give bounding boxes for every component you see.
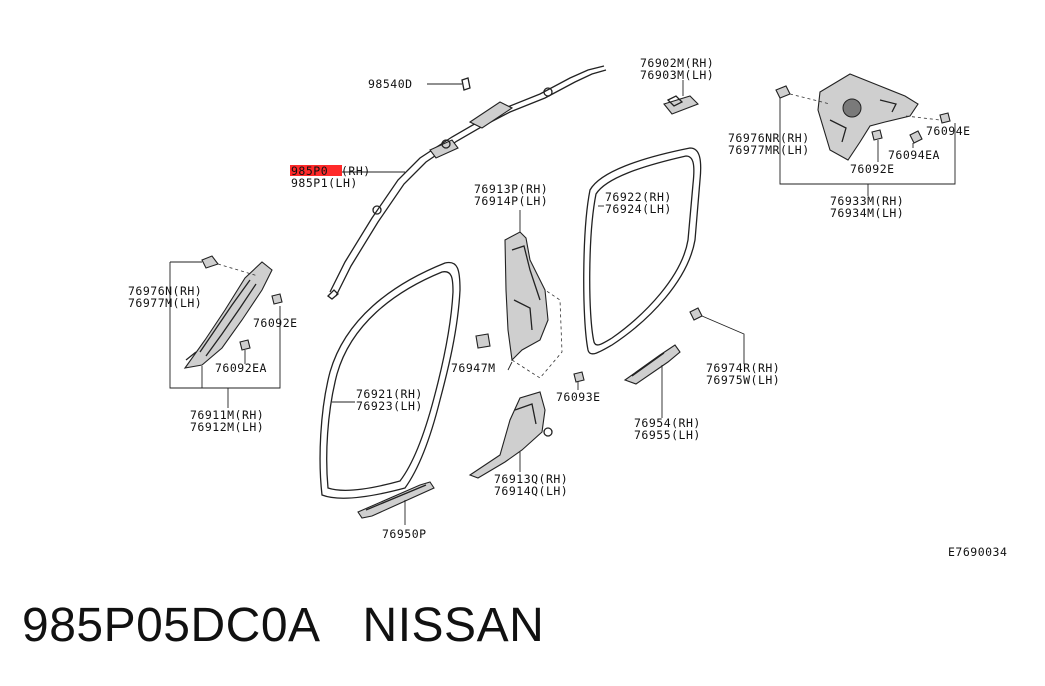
label-76922: 76922(RH) xyxy=(605,190,672,204)
leader-76974R xyxy=(701,315,745,364)
label-76911M: 76911M(RH) xyxy=(190,408,264,422)
leader-bracket-76933M xyxy=(779,98,956,185)
part-number: 985P05DC0A xyxy=(22,599,321,652)
label-76912M: 76912M(LH) xyxy=(190,420,264,434)
brand-name: NISSAN xyxy=(362,599,545,652)
dash-line xyxy=(905,115,941,121)
dash-line xyxy=(789,93,831,105)
pad-76947M xyxy=(475,333,491,349)
label-76977M: 76977M(LH) xyxy=(128,296,202,310)
dash-line xyxy=(217,263,259,277)
dash-box xyxy=(511,289,563,379)
label-985P1: 985P1(LH) xyxy=(291,176,358,190)
label-76921: 76921(RH) xyxy=(356,387,423,401)
leader-76947M xyxy=(507,361,513,371)
highlight-985P0 xyxy=(290,165,342,176)
label-76094E: 76094E xyxy=(926,124,971,138)
front-pillar-finisher-part xyxy=(183,261,273,369)
label-76902M: 76902M(RH) xyxy=(640,56,714,70)
clip-76093E xyxy=(573,371,585,383)
bracket-part-76902M xyxy=(663,95,699,115)
diagram-reference: E7690034 xyxy=(948,545,1007,559)
label-76923: 76923(LH) xyxy=(356,399,423,413)
clip-76976N xyxy=(201,255,219,269)
label-76975W: 76975W(LH) xyxy=(706,373,780,387)
label-76976N: 76976N(RH) xyxy=(128,284,202,298)
clip-76094EA xyxy=(909,130,923,144)
label-985P0-side: (RH) xyxy=(341,164,371,178)
label-76914P: 76914P(LH) xyxy=(474,194,548,208)
part-caption: 985P05DC0A NISSAN xyxy=(22,598,544,653)
label-76913P: 76913P(RH) xyxy=(474,182,548,196)
label-76977MR: 76977MR(LH) xyxy=(728,143,810,157)
front-kicking-plate-part xyxy=(357,481,435,519)
center-pillar-upper-part xyxy=(504,231,549,362)
clip-76094E xyxy=(939,112,951,124)
clip-76974R xyxy=(689,307,703,321)
label-76934M: 76934M(LH) xyxy=(830,206,904,220)
clip-76976NR xyxy=(775,85,791,99)
label-76950P: 76950P xyxy=(382,527,427,541)
curtain-airbag-part xyxy=(327,65,607,300)
label-76933M: 76933M(RH) xyxy=(830,194,904,208)
clip-76092EA-left xyxy=(239,339,251,351)
label-76092E-left: 76092E xyxy=(253,316,298,330)
center-pillar-lower-part xyxy=(468,391,553,479)
label-76924: 76924(LH) xyxy=(605,202,672,216)
label-76913Q: 76913Q(RH) xyxy=(494,472,568,486)
label-76974R: 76974R(RH) xyxy=(706,361,780,375)
rear-pillar-finisher-part xyxy=(817,73,919,161)
label-76092EA-left: 76092EA xyxy=(215,361,267,375)
leader-bracket-76911M xyxy=(169,262,281,389)
parts-diagram: 98540D 985P0 (RH) 985P1(LH) 76902M(RH) 7… xyxy=(128,56,1007,559)
label-76092E-top: 76092E xyxy=(850,162,895,176)
label-76976NR: 76976NR(RH) xyxy=(728,131,810,145)
clip-76092E-left xyxy=(271,293,283,305)
label-76955: 76955(LH) xyxy=(634,428,701,442)
label-76947M: 76947M xyxy=(451,361,496,375)
label-985P0: 985P0 xyxy=(291,164,328,178)
label-76093E: 76093E xyxy=(556,390,601,404)
label-76954: 76954(RH) xyxy=(634,416,701,430)
clip-76092E-top xyxy=(871,129,883,141)
label-98540D: 98540D xyxy=(368,77,413,91)
rear-kicking-plate-part xyxy=(623,344,681,385)
label-76914Q: 76914Q(LH) xyxy=(494,484,568,498)
rear-door-weatherstrip-part xyxy=(583,147,702,355)
label-76903M: 76903M(LH) xyxy=(640,68,714,82)
front-door-weatherstrip-part xyxy=(319,261,461,499)
label-76094EA: 76094EA xyxy=(888,148,940,162)
